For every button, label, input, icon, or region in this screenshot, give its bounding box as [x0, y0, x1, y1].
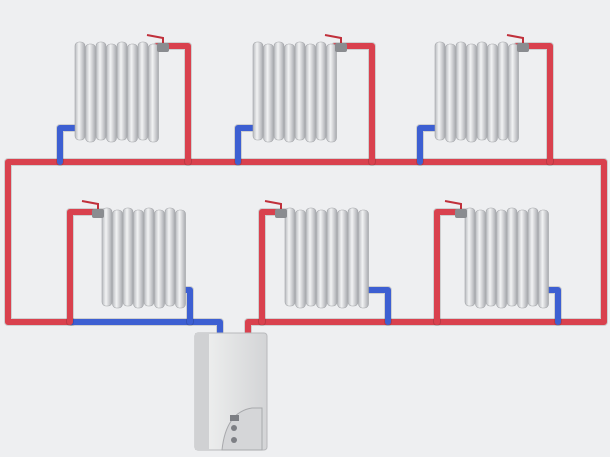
valve-handle-icon [324, 34, 342, 43]
radiator-fin [337, 209, 348, 309]
valve-icon [455, 209, 467, 218]
radiator-fin [517, 209, 528, 309]
radiator-fin [485, 207, 497, 307]
radiator-fin [273, 41, 285, 141]
radiator-fin [358, 209, 369, 309]
radiator-fin [74, 41, 86, 141]
valve-handle-icon [444, 200, 462, 209]
boiler-display [230, 415, 239, 421]
radiator-fin [476, 41, 488, 141]
radiator-fin [316, 209, 327, 309]
valve-handle-icon [81, 200, 99, 209]
supply-riser-top-1-shadow [153, 42, 192, 166]
supply-main-pipe [5, 159, 607, 339]
boiler-knob [231, 425, 237, 431]
valve-icon [335, 43, 347, 52]
radiator-fin [506, 207, 518, 307]
radiator-fin [464, 207, 476, 307]
supply-riser-bottom-3-shadow [433, 208, 469, 326]
supply-riser-bottom-1 [67, 209, 105, 325]
radiator-4 [81, 200, 186, 309]
radiator-fin [466, 43, 477, 143]
radiator-fin [487, 43, 498, 143]
radiator-1 [74, 34, 169, 143]
radiator-fin [137, 41, 149, 141]
radiator-fin [294, 41, 306, 141]
radiator-fin [284, 207, 296, 307]
radiator-fin [347, 207, 359, 307]
supply-riser-bottom-1-shadow [66, 208, 106, 326]
radiators [74, 34, 549, 309]
radiator-fin [326, 43, 337, 143]
return-riser-bottom-1 [183, 287, 193, 325]
radiator-fin [101, 207, 113, 307]
radiator-fin [148, 43, 159, 143]
supply-riser-top-2 [332, 43, 375, 165]
radiator-fin [154, 209, 165, 309]
supply-riser-bottom-2-shadow [258, 208, 289, 326]
radiator-fin [445, 43, 456, 143]
boiler [194, 332, 268, 451]
radiator-fin [305, 207, 317, 307]
radiator-fin [122, 207, 134, 307]
return-riser-bottom-2 [366, 287, 391, 325]
radiator-fin [496, 209, 507, 309]
return-riser-bottom-3 [546, 287, 561, 325]
valve-icon [92, 209, 104, 218]
radiator-fin [295, 209, 306, 309]
radiator-2 [252, 34, 347, 143]
radiator-fin [175, 209, 186, 309]
radiator-fin [95, 41, 107, 141]
supply-riser-top-3 [514, 43, 553, 165]
radiator-fin [527, 207, 539, 307]
radiator-fin [475, 209, 486, 309]
supply-riser-top-1 [154, 43, 191, 165]
valve-handle-icon [146, 34, 164, 43]
radiator-6 [444, 200, 549, 309]
radiator-fin [85, 43, 96, 143]
radiator-fin [434, 41, 446, 141]
supply-riser-top-2-shadow [331, 42, 376, 166]
supply-riser-top-3-shadow [513, 42, 554, 166]
boiler-knob [231, 437, 237, 443]
radiator-3 [434, 34, 529, 143]
radiator-fin [455, 41, 467, 141]
radiator-fin [164, 207, 176, 307]
supply-riser-bottom-3 [434, 209, 468, 325]
radiator-5 [264, 200, 369, 309]
radiator-fin [143, 207, 155, 307]
valve-handle-icon [264, 200, 282, 209]
return-main-pipe [69, 319, 223, 339]
radiator-fin [326, 207, 338, 307]
radiator-fin [252, 41, 264, 141]
radiator-fin [106, 43, 117, 143]
radiator-fin [127, 43, 138, 143]
radiator-fin [116, 41, 128, 141]
valve-icon [517, 43, 529, 52]
return-riser-top-3 [417, 125, 438, 165]
valve-icon [157, 43, 169, 52]
radiator-fin [133, 209, 144, 309]
radiator-fin [315, 41, 327, 141]
boiler-side [195, 333, 209, 450]
return-riser-top-2 [235, 125, 256, 165]
radiator-fin [263, 43, 274, 143]
valve-icon [275, 209, 287, 218]
radiator-fin [508, 43, 519, 143]
radiator-fin [497, 41, 509, 141]
valve-handle-icon [506, 34, 524, 43]
radiator-fin [305, 43, 316, 143]
radiator-fin [538, 209, 549, 309]
radiator-fin [284, 43, 295, 143]
return-riser-top-1 [57, 125, 78, 165]
radiator-fin [112, 209, 123, 309]
